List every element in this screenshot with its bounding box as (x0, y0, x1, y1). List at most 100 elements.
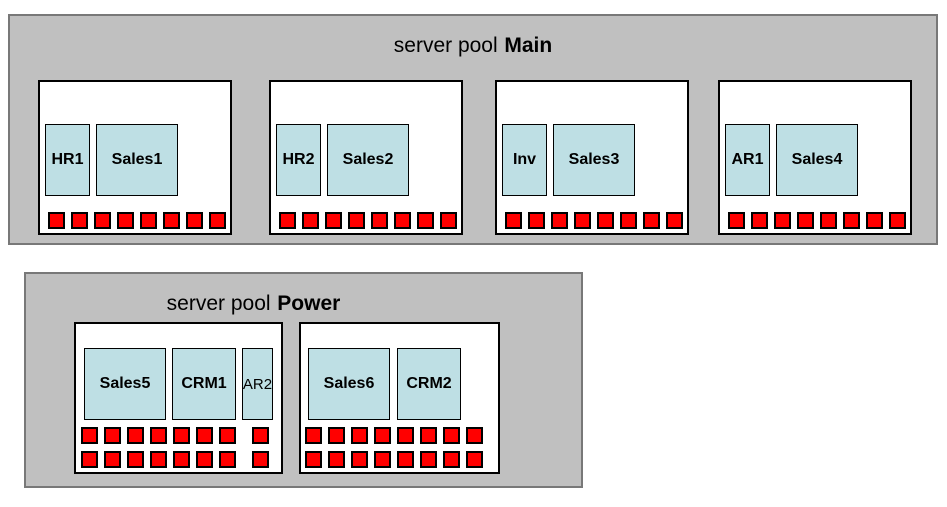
resource-square (440, 212, 457, 229)
vm-box: AR1 (725, 124, 770, 196)
resource-square (728, 212, 745, 229)
vm-label: AR1 (731, 151, 764, 168)
vm-label: AR2 (242, 375, 273, 393)
resource-square (325, 212, 342, 229)
resource-square (252, 451, 269, 468)
resource-square (371, 212, 388, 229)
resource-square (820, 212, 837, 229)
resource-square (528, 212, 545, 229)
vm-box: Sales4 (776, 124, 858, 196)
resource-square (219, 427, 236, 444)
resource-square (797, 212, 814, 229)
server-box: Inv Sales3 (495, 80, 689, 235)
resource-square-row (48, 212, 232, 229)
resource-square (48, 212, 65, 229)
vm-box: HR2 (276, 124, 321, 196)
resource-square (866, 212, 883, 229)
vm-label: Sales6 (323, 375, 375, 392)
vm-label: Sales4 (791, 151, 843, 168)
resource-square (551, 212, 568, 229)
resource-square (420, 427, 437, 444)
resource-square (173, 427, 190, 444)
resource-square (127, 451, 144, 468)
vm-box: Sales5 (84, 348, 166, 420)
vm-box: HR1 (45, 124, 90, 196)
pool-title-name: Main (504, 34, 553, 57)
vm-label: CRM2 (406, 375, 452, 392)
resource-square (620, 212, 637, 229)
resource-square (889, 212, 906, 229)
resource-square (186, 212, 203, 229)
vm-label: CRM1 (181, 375, 227, 392)
resource-square (279, 212, 296, 229)
resource-square (209, 212, 226, 229)
resource-square (117, 212, 134, 229)
resource-square (81, 451, 98, 468)
resource-square (196, 427, 213, 444)
server-box: HR2 Sales2 (269, 80, 463, 235)
vm-box: Sales6 (308, 348, 390, 420)
resource-square (505, 212, 522, 229)
resource-square (394, 212, 411, 229)
resource-square (643, 212, 660, 229)
pool-title-name: Power (277, 292, 341, 315)
vm-box: Sales1 (96, 124, 178, 196)
vm-label: Sales3 (568, 151, 620, 168)
resource-square (305, 451, 322, 468)
server-box: Sales6 CRM2 (299, 322, 500, 474)
pool-title-power: server pool Power (26, 292, 481, 316)
resource-square (374, 451, 391, 468)
server-box: HR1 Sales1 (38, 80, 232, 235)
resource-square-row (305, 427, 489, 444)
resource-square (328, 451, 345, 468)
vm-label: Sales5 (99, 375, 151, 392)
resource-square (305, 427, 322, 444)
resource-square (252, 427, 269, 444)
vm-label: HR1 (51, 151, 84, 168)
vm-label: Sales1 (111, 151, 163, 168)
resource-square-row (81, 451, 275, 468)
resource-square (127, 427, 144, 444)
resource-square (219, 451, 236, 468)
resource-square (466, 451, 483, 468)
resource-square (104, 451, 121, 468)
resource-square (666, 212, 683, 229)
resource-square (466, 427, 483, 444)
resource-square-row (81, 427, 275, 444)
resource-square (150, 451, 167, 468)
resource-square (351, 427, 368, 444)
resource-square-row (728, 212, 912, 229)
vm-box: CRM2 (397, 348, 461, 420)
resource-square (150, 427, 167, 444)
resource-square (173, 451, 190, 468)
server-pool-power: server pool Power Sales5 CRM1 AR2 Sales6 CRM2 (24, 272, 583, 488)
resource-square (397, 451, 414, 468)
resource-square (420, 451, 437, 468)
resource-square-row (505, 212, 689, 229)
resource-square (140, 212, 157, 229)
vm-label: HR2 (282, 151, 315, 168)
resource-square (302, 212, 319, 229)
vm-box: Inv (502, 124, 547, 196)
resource-square (348, 212, 365, 229)
vm-label: Inv (512, 151, 537, 168)
vm-box: AR2 (242, 348, 273, 420)
server-box: Sales5 CRM1 AR2 (74, 322, 283, 474)
resource-square (71, 212, 88, 229)
resource-square (774, 212, 791, 229)
resource-square-row (279, 212, 463, 229)
resource-square (574, 212, 591, 229)
resource-square (328, 427, 345, 444)
resource-square (351, 451, 368, 468)
resource-square (843, 212, 860, 229)
server-box: AR1 Sales4 (718, 80, 912, 235)
resource-square (397, 427, 414, 444)
resource-square (104, 427, 121, 444)
resource-square (751, 212, 768, 229)
resource-square (443, 427, 460, 444)
vm-label: Sales2 (342, 151, 394, 168)
pool-title-prefix: server pool (166, 292, 271, 315)
